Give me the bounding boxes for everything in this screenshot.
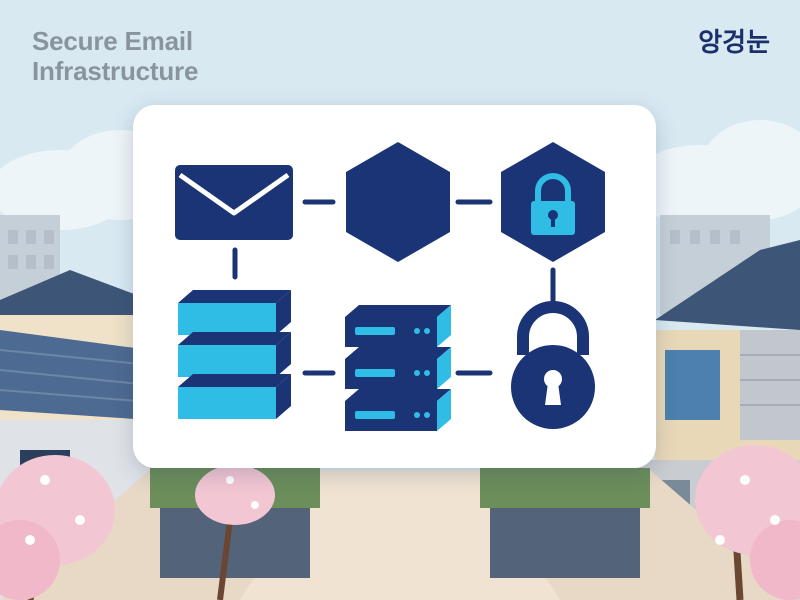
page-title: Secure Email Infrastructure bbox=[32, 26, 198, 86]
infrastructure-diagram bbox=[175, 142, 605, 431]
padlock-icon bbox=[511, 301, 595, 429]
connector-lines bbox=[232, 199, 556, 376]
hexagon-lock-icon bbox=[501, 142, 605, 262]
brand-logo-text: 앙겅눈 bbox=[698, 28, 770, 58]
stacked-blocks-icon bbox=[178, 290, 291, 419]
infrastructure-card bbox=[133, 105, 656, 468]
server-rack-icon bbox=[345, 305, 451, 431]
title-line-1: Secure Email bbox=[32, 26, 193, 56]
title-line-2: Infrastructure bbox=[32, 56, 199, 86]
hexagon-icon bbox=[346, 142, 450, 262]
envelope-icon bbox=[175, 165, 293, 240]
